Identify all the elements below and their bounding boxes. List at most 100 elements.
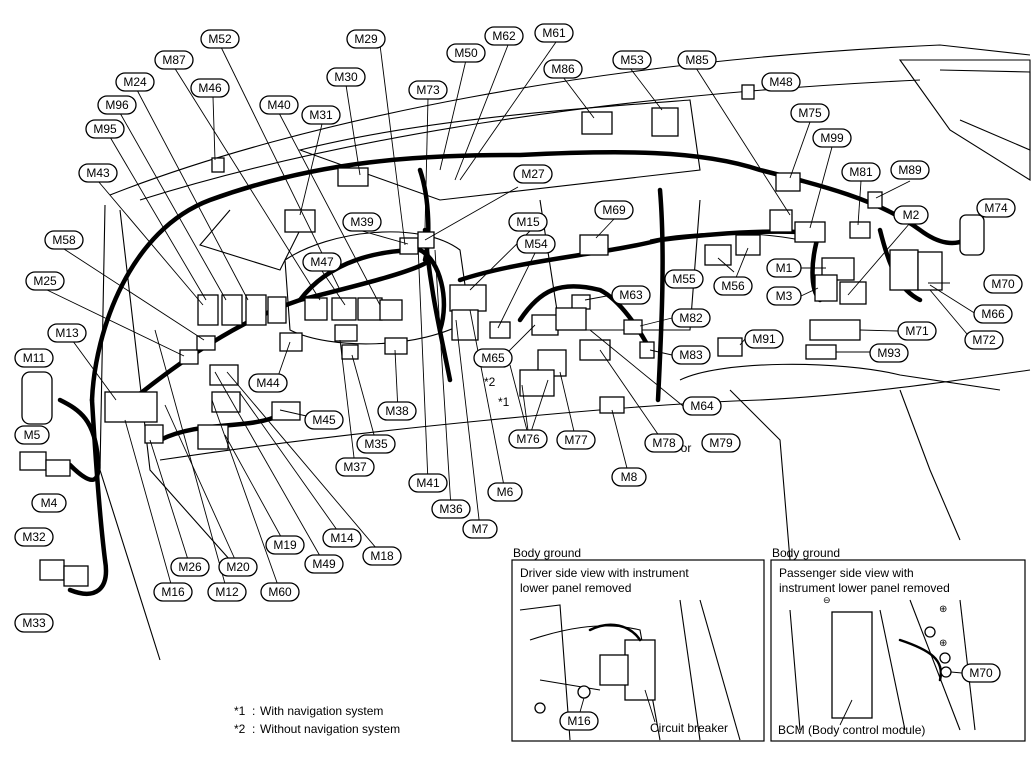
callout-m20: M20 xyxy=(218,557,258,577)
callout-m65: M65 xyxy=(473,348,513,368)
callout-m81: M81 xyxy=(841,162,881,182)
callout-m47: M47 xyxy=(302,252,342,272)
footnote-1-mark: *1 xyxy=(234,704,246,718)
callout-m38-text: M38 xyxy=(385,404,409,418)
star-markers: *2 *1 xyxy=(484,375,510,409)
star1-marker: *1 xyxy=(498,395,510,409)
callout-m45-text: M45 xyxy=(312,413,336,427)
callout-m2-text: M2 xyxy=(903,208,920,222)
callout-m33-text: M33 xyxy=(22,616,46,630)
callout-m32-text: M32 xyxy=(22,530,46,544)
callout-m41: M41 xyxy=(408,473,448,493)
callout-m82: M82 xyxy=(671,308,711,328)
callout-m5-text: M5 xyxy=(24,428,41,442)
callout-m41-text: M41 xyxy=(416,476,440,490)
callout-m53: M53 xyxy=(612,50,652,70)
callout-m24-text: M24 xyxy=(123,75,147,89)
callout-m83: M83 xyxy=(671,345,711,365)
callout-m64: M64 xyxy=(682,396,722,416)
callout-m82-text: M82 xyxy=(679,311,703,325)
callout-m35-text: M35 xyxy=(364,437,388,451)
callout-m85-text: M85 xyxy=(685,53,709,67)
callout-m48: M48 xyxy=(761,72,801,92)
callout-m31: M31 xyxy=(301,105,341,125)
callout-m75-text: M75 xyxy=(798,106,822,120)
callout-m93: M93 xyxy=(869,343,909,363)
driver-inset-caption-2: lower panel removed xyxy=(520,581,631,595)
callout-m73-text: M73 xyxy=(416,83,440,97)
callout-m2: M2 xyxy=(893,205,929,225)
passenger-inset-m70-text: M70 xyxy=(969,666,993,680)
callout-m1-text: M1 xyxy=(776,261,793,275)
callout-m77-text: M77 xyxy=(564,433,588,447)
callout-m69-text: M69 xyxy=(602,203,626,217)
callout-m25-text: M25 xyxy=(33,274,57,288)
svg-text::: : xyxy=(252,722,255,736)
callout-m25: M25 xyxy=(25,271,65,291)
callout-m12: M12 xyxy=(207,582,247,602)
callout-m95-text: M95 xyxy=(93,122,117,136)
callout-m55: M55 xyxy=(664,269,704,289)
callout-m16-text: M16 xyxy=(161,585,185,599)
driver-inset-m16-text: M16 xyxy=(567,714,591,728)
callout-m18-text: M18 xyxy=(370,549,394,563)
callout-m46-text: M46 xyxy=(198,81,222,95)
callout-m26-text: M26 xyxy=(178,560,202,574)
callout-m71-text: M71 xyxy=(905,324,929,338)
callout-m99-text: M99 xyxy=(820,131,844,145)
driver-side-inset: Body ground Driver side view with instru… xyxy=(511,546,765,742)
callout-m30-text: M30 xyxy=(334,70,358,84)
callout-m50: M50 xyxy=(446,43,486,63)
driver-inset-caption-1: Driver side view with instrument xyxy=(520,566,689,580)
callout-m35: M35 xyxy=(356,434,396,454)
callout-m65-text: M65 xyxy=(481,351,505,365)
callout-m36-text: M36 xyxy=(439,502,463,516)
callout-m15: M15 xyxy=(508,212,548,232)
callout-m78-text: M78 xyxy=(652,436,676,450)
callout-m44: M44 xyxy=(248,373,288,393)
callout-m46: M46 xyxy=(190,78,230,98)
callout-m15-text: M15 xyxy=(516,215,540,229)
footnote-1-text: With navigation system xyxy=(260,704,383,718)
harness-runs xyxy=(57,149,968,596)
callout-m49-text: M49 xyxy=(312,557,336,571)
callout-m13: M13 xyxy=(47,323,87,343)
star2-marker: *2 xyxy=(484,375,496,389)
callout-m32: M32 xyxy=(14,527,54,547)
passenger-inset-heading: Body ground xyxy=(772,546,840,560)
callout-m8-text: M8 xyxy=(621,470,638,484)
callout-m40-text: M40 xyxy=(267,98,291,112)
callout-m89: M89 xyxy=(890,160,930,180)
callout-m93-text: M93 xyxy=(877,346,901,360)
callout-m6-text: M6 xyxy=(497,485,514,499)
callout-m40: M40 xyxy=(259,95,299,115)
callout-m53-text: M53 xyxy=(620,53,644,67)
callout-m39: M39 xyxy=(342,212,382,232)
callout-m74: M74 xyxy=(976,198,1016,218)
callout-m5: M5 xyxy=(14,425,50,445)
callout-m16: M16 xyxy=(153,582,193,602)
callout-m91-text: M91 xyxy=(752,332,776,346)
callout-m45: M45 xyxy=(304,410,344,430)
or-separator: or xyxy=(681,441,692,455)
driver-inset-callout-m16: M16 xyxy=(559,711,599,731)
callout-m63-text: M63 xyxy=(619,288,643,302)
svg-text:⊖: ⊖ xyxy=(823,595,831,605)
callout-m74-text: M74 xyxy=(984,201,1008,215)
callout-m81-text: M81 xyxy=(849,165,873,179)
callout-m66-text: M66 xyxy=(981,307,1005,321)
callout-m63: M63 xyxy=(611,285,651,305)
callout-m19-text: M19 xyxy=(273,538,297,552)
callout-m72: M72 xyxy=(964,330,1004,350)
callout-m60: M60 xyxy=(260,582,300,602)
callout-m73: M73 xyxy=(408,80,448,100)
callout-m27: M27 xyxy=(513,164,553,184)
callout-m86: M86 xyxy=(543,59,583,79)
callout-m54: M54 xyxy=(516,234,556,254)
callout-m3: M3 xyxy=(766,286,802,306)
svg-text:⊕: ⊕ xyxy=(939,604,947,615)
callout-m27-text: M27 xyxy=(521,167,545,181)
callout-m44-text: M44 xyxy=(256,376,280,390)
callout-m96: M96 xyxy=(97,95,137,115)
callout-m50-text: M50 xyxy=(454,46,478,60)
